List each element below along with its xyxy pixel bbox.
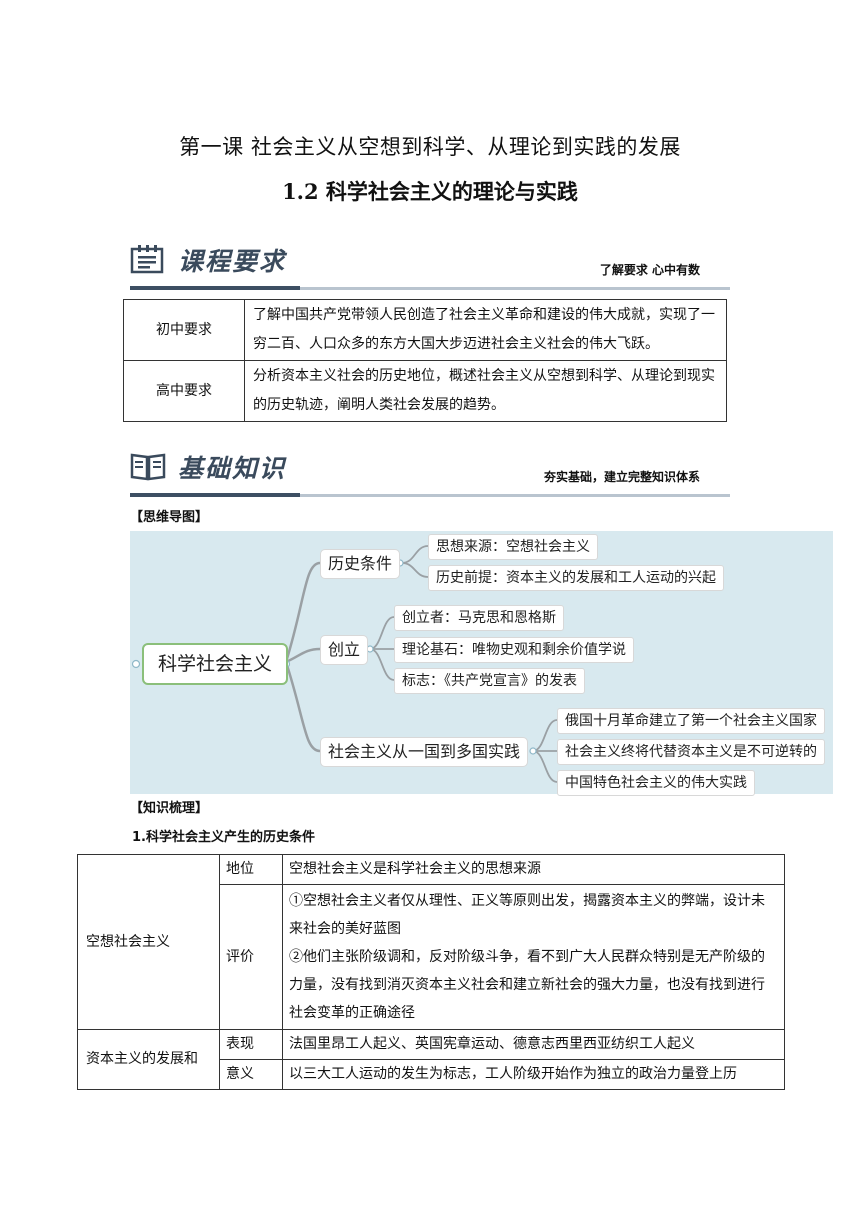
evaluation-line: ①空想社会主义者仅从理性、正义等原则出发，揭露资本主义的弊端，设计未来社会的美好…: [289, 893, 765, 937]
row-value: 法国里昂工人起义、英国宪章运动、德意志西里西亚纺织工人起义: [282, 1029, 785, 1060]
banner-subtitle: 夯实基础，建立完整知识体系: [543, 470, 700, 484]
group-label: 资本主义的发展和: [77, 1029, 220, 1090]
basic-knowledge-banner: 基础知识 夯实基础，建立完整知识体系: [130, 447, 730, 497]
row-value: ①空想社会主义者仅从理性、正义等原则出发，揭露资本主义的弊端，设计未来社会的美好…: [282, 884, 785, 1030]
mindmap-leaf-node: 历史前提：资本主义的发展和工人运动的兴起: [428, 565, 724, 591]
row-key: 地位: [219, 854, 283, 885]
table-row: 资本主义的发展和 表现 法国里昂工人起义、英国宪章运动、德意志西里西亚纺织工人起…: [77, 1029, 785, 1090]
row-value: 空想社会主义是科学社会主义的思想来源: [282, 854, 785, 885]
mindmap-leaf-node: 思想来源：空想社会主义: [428, 534, 598, 560]
mindmap-branch-node: 创立: [320, 635, 369, 665]
mindmap-branch-node: 历史条件: [320, 549, 401, 579]
table-row: 评价 ①空想社会主义者仅从理性、正义等原则出发，揭露资本主义的弊端，设计未来社会…: [78, 884, 785, 1030]
requirement-text: 了解中国共产党带领人民创造了社会主义革命和建设的伟大成就，实现了一穷二百、人口众…: [244, 299, 727, 361]
table-row: 空想社会主义 地位 空想社会主义是科学社会主义的思想来源: [77, 854, 785, 1030]
open-book-icon: [130, 453, 166, 481]
subheading: 1.科学社会主义产生的历史条件: [132, 830, 315, 845]
knowledge-table: 空想社会主义 地位 空想社会主义是科学社会主义的思想来源 评价 ①空想社会主义者…: [77, 854, 785, 1090]
clipboard-icon: [130, 245, 164, 274]
table-row: 高中要求 分析资本主义社会的历史地位，概述社会主义从空想到科学、从理论到现实的历…: [123, 360, 727, 422]
mindmap-leaf-node: 社会主义终将代替资本主义是不可逆转的: [557, 739, 825, 765]
mind-map: 科学社会主义 历史条件 思想来源：空想社会主义 历史前提：资本主义的发展和工人运…: [130, 531, 833, 796]
table-row: 初中要求 了解中国共产党带领人民创造了社会主义革命和建设的伟大成就，实现了一穷二…: [123, 299, 727, 361]
row-key: 评价: [219, 884, 283, 1030]
banner-title: 课程要求: [178, 247, 287, 276]
banner-subtitle: 了解要求 心中有数: [599, 263, 700, 277]
mindmap-leaf-node: 标志：《共产党宣言》的发表: [394, 668, 585, 694]
mindmap-heading: 【思维导图】: [130, 510, 209, 525]
banner-title: 基础知识: [178, 454, 287, 483]
mindmap-leaf-node: 中国特色社会主义的伟大实践: [557, 770, 755, 796]
mindmap-leaf-node: 俄国十月革命建立了第一个社会主义国家: [557, 708, 825, 734]
mindmap-branch-node: 社会主义从一国到多国实践: [320, 737, 529, 767]
table-row: 意义 以三大工人运动的发生为标志，工人阶级开始作为独立的政治力量登上历: [78, 1059, 785, 1090]
requirement-label: 高中要求: [123, 360, 245, 422]
lesson-title: 第一课 社会主义从空想到科学、从理论到实践的发展: [179, 135, 681, 159]
course-requirements-banner: 课程要求 了解要求 心中有数: [130, 240, 730, 290]
row-value: 以三大工人运动的发生为标志，工人阶级开始作为独立的政治力量登上历: [282, 1059, 785, 1090]
row-key: 意义: [219, 1059, 283, 1090]
mindmap-root-node: 科学社会主义: [142, 643, 289, 685]
requirement-label: 初中要求: [123, 299, 245, 361]
requirement-text: 分析资本主义社会的历史地位，概述社会主义从空想到科学、从理论到现实的历史轨迹，阐…: [244, 360, 727, 422]
evaluation-line: ②他们主张阶级调和，反对阶级斗争，看不到广大人民群众特别是无产阶级的力量，没有找…: [289, 949, 765, 1021]
mindmap-leaf-node: 理论基石：唯物史观和剩余价值学说: [394, 637, 634, 663]
mindmap-leaf-node: 创立者：马克思和恩格斯: [394, 605, 564, 631]
section-title: 1.2 科学社会主义的理论与实践: [282, 179, 578, 204]
requirements-table: 初中要求 了解中国共产党带领人民创造了社会主义革命和建设的伟大成就，实现了一穷二…: [123, 299, 727, 422]
mindmap-connectors: [131, 545, 558, 783]
review-heading: 【知识梳理】: [130, 801, 209, 816]
group-label: 空想社会主义: [77, 854, 220, 1030]
row-key: 表现: [219, 1029, 283, 1060]
